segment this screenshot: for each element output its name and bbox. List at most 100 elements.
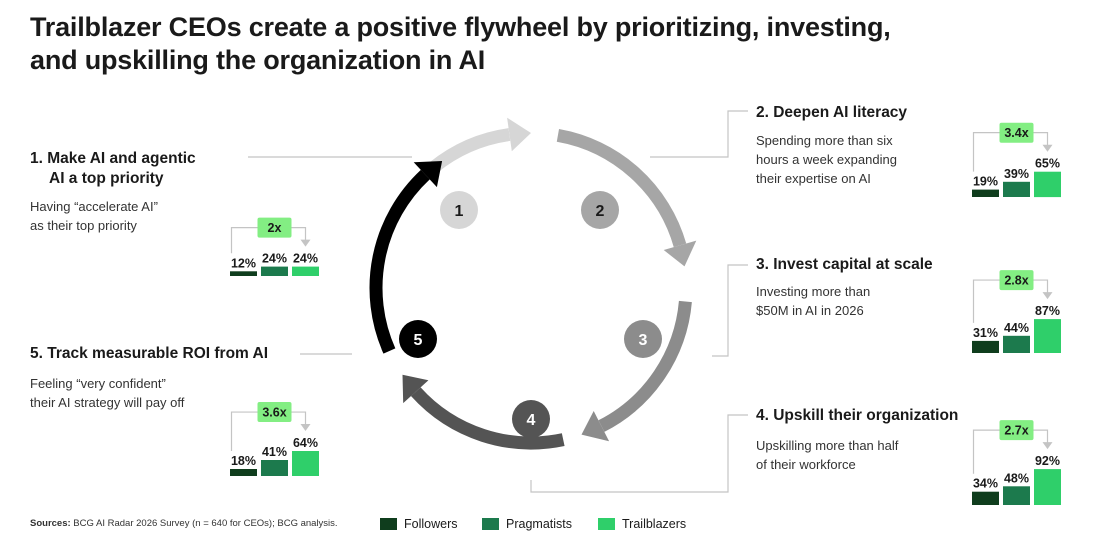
multiplier-arrowhead-1 <box>300 239 311 247</box>
legend-item-followers: Followers <box>380 516 458 532</box>
block-3-title: 3. Invest capital at scale <box>756 256 933 273</box>
bar-value-label-pragmatists-1: 24% <box>262 252 287 266</box>
cycle-number-1: 1 <box>455 203 464 220</box>
bar-pragmatists-3 <box>1003 335 1030 353</box>
block-1-description-line-1: Having “accelerate AI” <box>30 199 158 214</box>
mini-chart-4: 34% 48% 92% 2.7x <box>972 420 1061 505</box>
cycle-number-circle-2 <box>581 191 619 229</box>
source-text: BCG AI Radar 2026 Survey (n = 640 for CE… <box>70 518 338 529</box>
cycle-arrowhead-1 <box>507 117 531 152</box>
multiplier-arrowhead-4 <box>1042 442 1053 450</box>
bar-followers-3 <box>972 340 999 353</box>
bar-followers-4 <box>972 491 999 505</box>
block-3-description-line-1: Investing more than <box>756 284 871 299</box>
bar-value-label-trailblazers-3: 87% <box>1035 304 1060 318</box>
legend-label-followers: Followers <box>404 517 458 531</box>
connector-block-2 <box>650 110 748 158</box>
bar-value-label-followers-5: 18% <box>231 454 256 468</box>
bar-pragmatists-1 <box>261 266 288 276</box>
cycle-arrowhead-5 <box>413 161 443 188</box>
source-label: Sources: <box>30 518 71 529</box>
block-1-description-line-2: as their top priority <box>30 218 137 233</box>
multiplier-bracket-left-5 <box>230 411 258 451</box>
bar-followers-5 <box>230 469 257 476</box>
bar-value-label-followers-4: 34% <box>973 477 998 491</box>
multiplier-arrowhead-5 <box>300 424 311 431</box>
cycle-number-circle-4 <box>512 400 550 438</box>
cycle-arc-5 <box>369 169 430 354</box>
block-2-title: 2. Deepen AI literacy <box>756 104 908 121</box>
multiplier-bracket-left-1 <box>230 227 258 254</box>
multiplier-arrowhead-3 <box>1042 292 1053 300</box>
multiplier-arrowhead-2 <box>1042 144 1053 152</box>
cycle-arrows <box>369 117 697 450</box>
multiplier-label-4: 2.7x <box>1004 424 1028 438</box>
multiplier-label-3: 2.8x <box>1004 274 1028 288</box>
cycle-arrowhead-2 <box>663 240 697 267</box>
block-4-description-line-1: Upskilling more than half <box>756 438 899 453</box>
bar-value-label-pragmatists-5: 41% <box>262 445 287 459</box>
multiplier-bracket-right-2 <box>1033 132 1049 148</box>
multiplier-label-2: 3.4x <box>1004 126 1028 140</box>
block-5-description-line-1: Feeling “very confident” <box>30 376 166 391</box>
block-2-description-line-1: Spending more than six <box>756 133 893 148</box>
multiplier-label-5: 3.6x <box>262 406 286 420</box>
cycle-number-4: 4 <box>527 412 536 429</box>
bar-trailblazers-3 <box>1034 319 1061 353</box>
legend-item-trailblazers: Trailblazers <box>598 516 686 532</box>
bar-value-label-trailblazers-2: 65% <box>1035 157 1060 171</box>
legend-swatch-pragmatists <box>482 518 499 530</box>
multiplier-bracket-right-3 <box>1033 279 1049 296</box>
multiplier-badge-5 <box>257 402 292 422</box>
legend-swatch-followers <box>380 518 397 530</box>
bar-value-label-pragmatists-3: 44% <box>1004 321 1029 335</box>
block-3-description-line-2: $50M in AI in 2026 <box>756 303 864 318</box>
cycle-number-3: 3 <box>639 332 648 349</box>
bar-value-label-followers-2: 19% <box>973 175 998 189</box>
legend-item-pragmatists: Pragmatists <box>482 516 572 532</box>
legend-label-pragmatists: Pragmatists <box>506 517 572 531</box>
block-2-description-line-2: hours a week expanding <box>756 152 897 167</box>
block-5-title: 5. Track measurable ROI from AI <box>30 345 269 362</box>
bar-value-label-followers-1: 12% <box>231 256 256 270</box>
mini-chart-5: 18% 41% 64% 3.6x <box>230 402 319 476</box>
source-note: Sources: BCG AI Radar 2026 Survey (n = 6… <box>30 518 338 529</box>
bar-value-label-trailblazers-4: 92% <box>1035 454 1060 468</box>
multiplier-bracket-left-3 <box>972 279 1000 323</box>
bar-pragmatists-5 <box>261 460 288 476</box>
cycle-arrowhead-4 <box>402 374 429 404</box>
bar-value-label-pragmatists-2: 39% <box>1004 167 1029 181</box>
bar-trailblazers-2 <box>1034 171 1061 198</box>
block-4-title: 4. Upskill their organization <box>756 407 959 424</box>
block-2-description-line-3: their expertise on AI <box>756 171 871 186</box>
connector-lines <box>248 110 748 493</box>
cycle-number-circle-3 <box>624 320 662 358</box>
bar-trailblazers-4 <box>1034 469 1061 505</box>
multiplier-bracket-right-5 <box>291 411 307 427</box>
block-4-description-line-2: of their workforce <box>756 457 856 472</box>
cycle-number-circle-5 <box>399 320 437 358</box>
block-5-description-line-2: their AI strategy will pay off <box>30 395 185 410</box>
multiplier-bracket-right-4 <box>1033 429 1049 446</box>
connector-block-4 <box>530 414 748 493</box>
bar-trailblazers-5 <box>292 451 319 476</box>
cycle-arc-4 <box>410 387 565 450</box>
multiplier-label-1: 2x <box>268 221 282 235</box>
multiplier-badge-2 <box>999 122 1034 143</box>
bar-value-label-trailblazers-1: 24% <box>293 252 318 266</box>
cycle-arrowhead-3 <box>581 411 610 442</box>
page-title-line-1: Trailblazer CEOs create a positive flywh… <box>30 12 891 42</box>
mini-chart-1: 12% 24% 24% 2x <box>230 217 319 276</box>
bar-value-label-followers-3: 31% <box>973 326 998 340</box>
bar-value-label-pragmatists-4: 48% <box>1004 471 1029 485</box>
cycle-number-5: 5 <box>414 332 423 349</box>
bar-followers-2 <box>972 189 999 197</box>
multiplier-badge-1 <box>257 217 292 238</box>
mini-chart-3: 31% 44% 87% 2.8x <box>972 270 1061 353</box>
bar-pragmatists-4 <box>1003 486 1030 505</box>
bar-value-label-trailblazers-5: 64% <box>293 436 318 450</box>
